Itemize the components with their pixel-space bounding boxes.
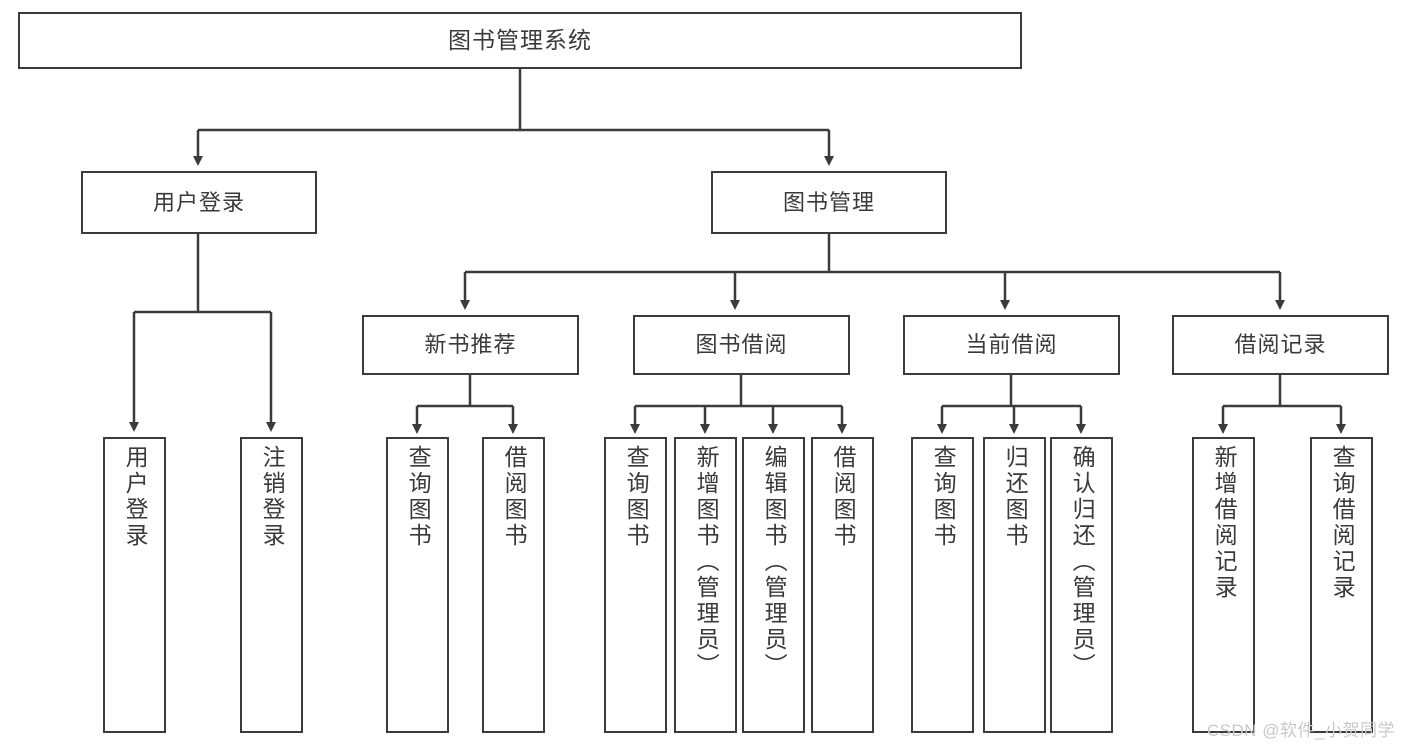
node-level3-3-label: 借阅记录: [1234, 332, 1327, 358]
node-leaf-7-label: 借阅图书: [830, 445, 857, 549]
node-leaf-6[interactable]: 编辑图书（管理员）: [742, 437, 805, 733]
node-root-label: 图书管理系统: [448, 26, 592, 53]
node-leaf-11-label: 新增借阅记录: [1211, 445, 1238, 601]
node-level2-0[interactable]: 用户登录: [81, 171, 317, 234]
node-leaf-10-label: 确认归还（管理员）: [1069, 445, 1096, 679]
node-leaf-3-label: 借阅图书: [501, 445, 528, 549]
node-leaf-12[interactable]: 查询借阅记录: [1310, 437, 1373, 733]
node-leaf-6-label: 编辑图书（管理员）: [761, 445, 788, 679]
node-leaf-0-label: 用户登录: [122, 445, 149, 549]
watermark: CSDN @软件_小贺同学: [1206, 721, 1395, 740]
node-leaf-2-label: 查询图书: [405, 445, 432, 549]
node-leaf-1-label: 注销登录: [259, 445, 286, 549]
node-leaf-12-label: 查询借阅记录: [1329, 445, 1356, 601]
node-leaf-9[interactable]: 归还图书: [983, 437, 1046, 733]
node-leaf-7[interactable]: 借阅图书: [811, 437, 874, 733]
node-leaf-3[interactable]: 借阅图书: [482, 437, 545, 733]
node-leaf-1[interactable]: 注销登录: [240, 437, 303, 733]
node-level2-1[interactable]: 图书管理: [711, 171, 947, 234]
node-root[interactable]: 图书管理系统: [18, 12, 1022, 69]
node-leaf-8[interactable]: 查询图书: [911, 437, 974, 733]
node-leaf-11[interactable]: 新增借阅记录: [1192, 437, 1255, 733]
node-leaf-4[interactable]: 查询图书: [604, 437, 667, 733]
node-level3-2[interactable]: 当前借阅: [903, 315, 1120, 375]
node-leaf-4-label: 查询图书: [623, 445, 650, 549]
node-leaf-0[interactable]: 用户登录: [103, 437, 166, 733]
node-level2-1-label: 图书管理: [782, 189, 875, 215]
node-leaf-8-label: 查询图书: [930, 445, 957, 549]
node-level3-0-label: 新书推荐: [424, 332, 517, 358]
node-level2-0-label: 用户登录: [152, 189, 245, 215]
node-level3-0[interactable]: 新书推荐: [362, 315, 579, 375]
node-level3-3[interactable]: 借阅记录: [1172, 315, 1389, 375]
node-leaf-5-label: 新增图书（管理员）: [693, 445, 720, 679]
node-level3-2-label: 当前借阅: [965, 332, 1058, 358]
node-leaf-5[interactable]: 新增图书（管理员）: [674, 437, 737, 733]
node-leaf-9-label: 归还图书: [1002, 445, 1029, 549]
node-leaf-2[interactable]: 查询图书: [386, 437, 449, 733]
node-level3-1-label: 图书借阅: [695, 332, 788, 358]
node-level3-1[interactable]: 图书借阅: [633, 315, 850, 375]
node-leaf-10[interactable]: 确认归还（管理员）: [1050, 437, 1113, 733]
